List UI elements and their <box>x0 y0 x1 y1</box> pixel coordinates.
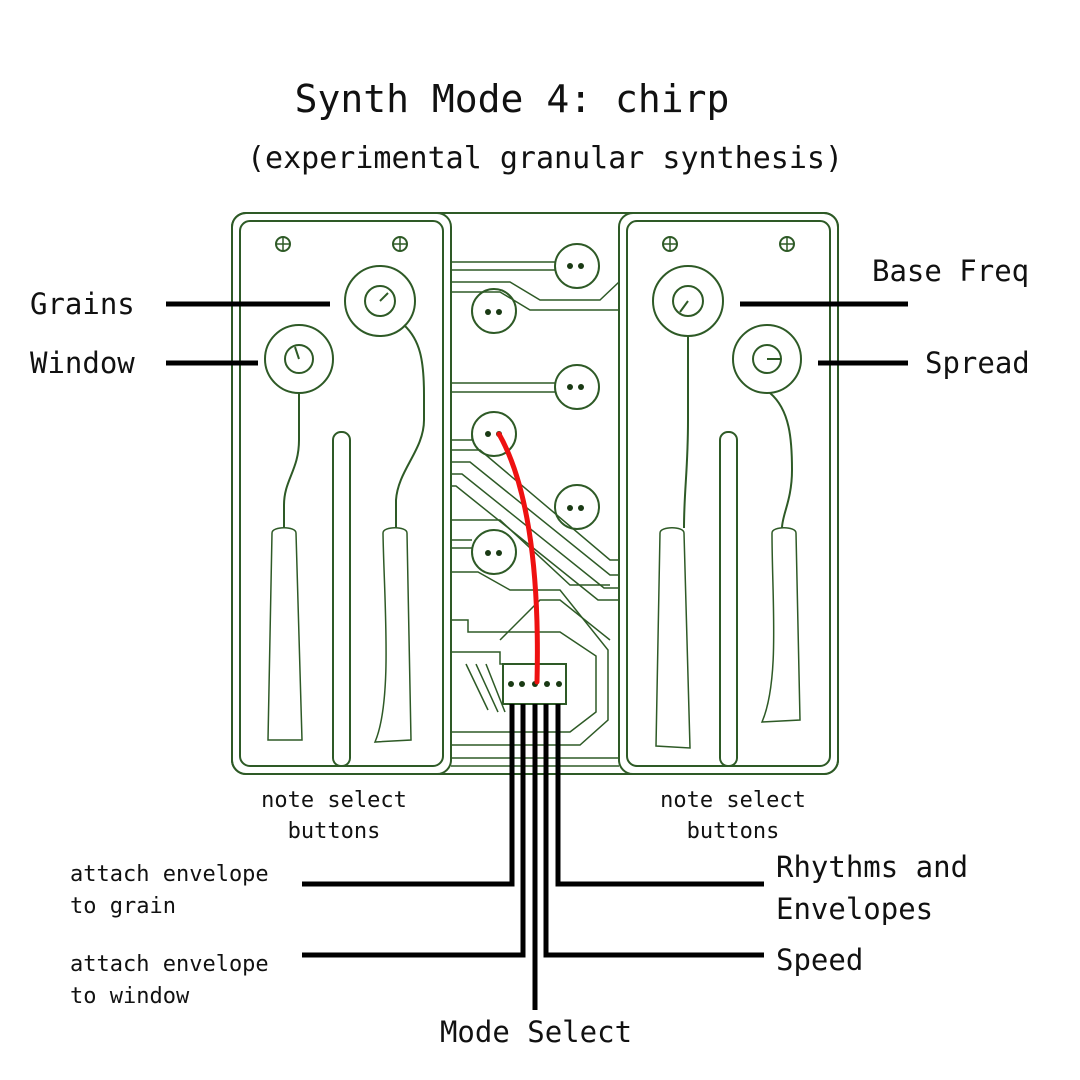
mode-select-label: Mode Select <box>440 1015 632 1049</box>
spread-knob[interactable] <box>732 324 802 394</box>
leader-lines <box>166 301 908 1010</box>
note-select-left-line2: buttons <box>288 819 381 844</box>
patch-cable <box>496 431 540 685</box>
rhythms-line2: Envelopes <box>776 892 933 926</box>
rhythms-line1: Rhythms and <box>776 850 968 884</box>
note-select-slider-2[interactable] <box>373 527 412 743</box>
note-select-slider-1[interactable] <box>267 527 303 741</box>
jack-socket[interactable] <box>554 364 600 410</box>
base-freq-knob[interactable] <box>652 265 724 337</box>
spread-label: Spread <box>925 346 1030 380</box>
attach-window-line1: attach envelope <box>70 952 269 977</box>
right-panel <box>618 212 839 775</box>
jack-socket[interactable] <box>554 243 600 289</box>
header-pins <box>502 663 567 705</box>
attach-window-line2: to window <box>70 984 190 1009</box>
mounting-hole-icon <box>275 236 291 252</box>
mounting-hole-icon <box>779 236 795 252</box>
pcb-board <box>231 212 839 775</box>
note-select-right-line2: buttons <box>687 819 780 844</box>
mounting-hole-icon <box>392 236 408 252</box>
window-knob[interactable] <box>264 324 334 394</box>
note-select-left-line1: note select <box>261 788 407 813</box>
jack-socket[interactable] <box>554 484 600 530</box>
center-traces <box>451 261 620 767</box>
attach-grain-line1: attach envelope <box>70 862 269 887</box>
page-subtitle: (experimental granular synthesis) <box>247 141 843 176</box>
window-label: Window <box>30 346 135 380</box>
grains-knob[interactable] <box>344 265 416 337</box>
base-freq-label: Base Freq <box>872 254 1029 288</box>
mounting-hole-icon <box>662 236 678 252</box>
page-title: Synth Mode 4: chirp <box>295 77 730 121</box>
left-panel <box>231 212 452 775</box>
note-select-slider-4[interactable] <box>760 527 801 723</box>
jack-socket[interactable] <box>471 288 517 334</box>
grains-label: Grains <box>30 287 135 321</box>
jack-socket[interactable] <box>471 529 517 575</box>
attach-grain-line2: to grain <box>70 894 176 919</box>
speed-label: Speed <box>776 943 863 977</box>
note-select-slider-3[interactable] <box>655 527 691 749</box>
center-jacks <box>471 243 600 575</box>
note-select-right-line1: note select <box>660 788 806 813</box>
